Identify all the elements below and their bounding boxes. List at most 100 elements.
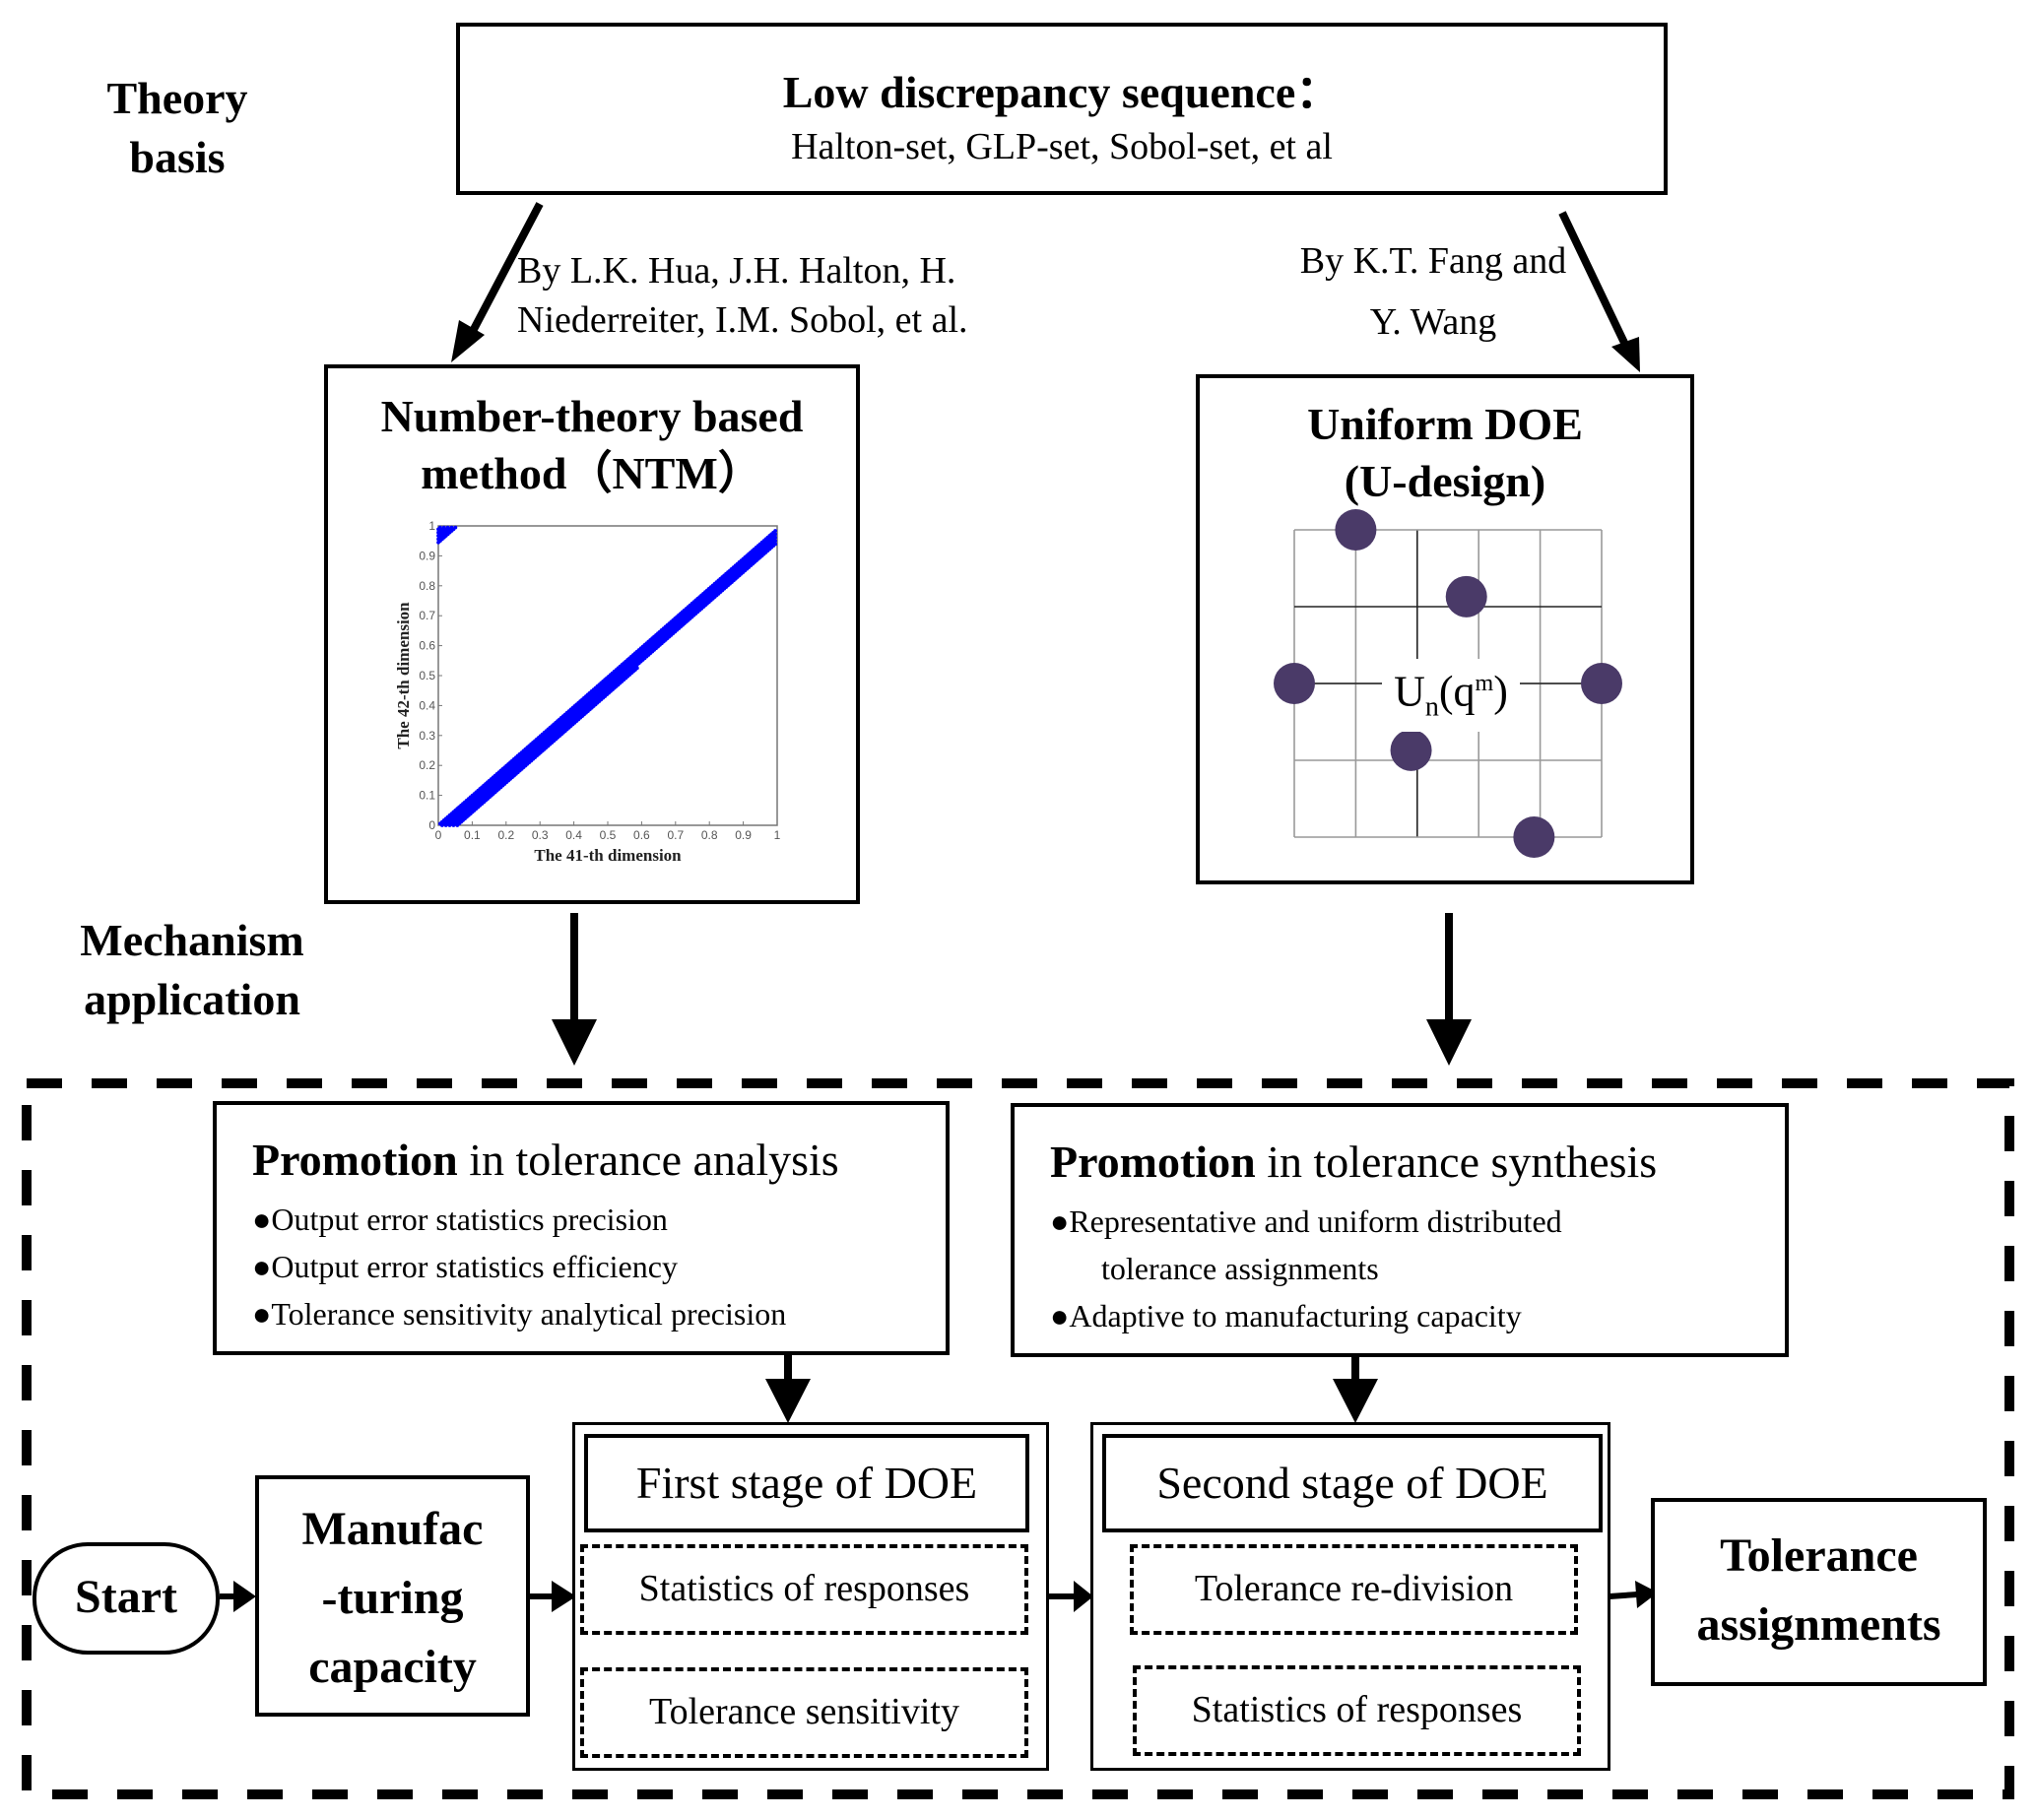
y-tick-label: 0.1 (419, 789, 435, 803)
ntm-title-line2: method（NTM） (421, 448, 763, 498)
x-tick-label: 0.1 (464, 828, 481, 842)
tolerance-assignments-line2: assignments (1696, 1598, 1941, 1651)
promotion-synthesis-item-text: Adaptive to manufacturing capacity (1069, 1298, 1522, 1333)
ntm-title-line1: Number-theory based (380, 391, 804, 441)
design-point (1445, 575, 1487, 618)
udesign-title: Uniform DOE (U-design) (1200, 396, 1690, 510)
scatter-point (773, 539, 778, 543)
design-point (1513, 816, 1555, 858)
first-stage-step-2: Tolerance sensitivity (580, 1667, 1028, 1758)
bullet-icon: ● (252, 1249, 272, 1284)
x-tick-label: 0.6 (633, 828, 650, 842)
ntm-title: Number-theory based method（NTM） (328, 388, 856, 502)
bullet-icon: ● (252, 1296, 272, 1332)
tolerance-assignments-line1: Tolerance (1720, 1529, 1918, 1582)
promotion-synthesis-item-text: Representative and uniform distributed (1069, 1203, 1562, 1239)
scatter-point (773, 535, 777, 540)
scatter-point (453, 525, 458, 530)
tolerance-assignments-label: Tolerance assignments (1655, 1522, 1983, 1659)
design-point (1581, 663, 1622, 704)
ntm-box: Number-theory based method（NTM） 0 0.1 0.2 0… (324, 364, 860, 904)
udesign-title-line2: (U-design) (1344, 456, 1546, 506)
mechanism-application-line1: Mechanism (80, 915, 304, 965)
tolerance-assignments-box: Tolerance assignments (1651, 1498, 1987, 1686)
y-tick-label: 1 (428, 519, 435, 533)
promotion-analysis-title: Promotion in tolerance analysis (252, 1133, 839, 1188)
x-tick-label: 0.4 (565, 828, 582, 842)
arrow-start-to-manufacturing (220, 1581, 256, 1612)
y-tick-label: 0.7 (419, 609, 435, 622)
y-tick-label: 0.3 (419, 729, 435, 743)
promotion-synthesis-title: Promotion in tolerance synthesis (1050, 1135, 1657, 1190)
promotion-analysis-item-text: Tolerance sensitivity analytical precisi… (271, 1296, 787, 1332)
y-tick-label: 0.8 (419, 579, 435, 593)
promotion-analysis-item: ●Tolerance sensitivity analytical precis… (252, 1290, 786, 1337)
y-tick-label: 0.4 (419, 698, 435, 712)
formula-main: U (1394, 667, 1425, 716)
promotion-synthesis-item-text: tolerance assignments (1101, 1251, 1379, 1286)
mechanism-application-line2: application (84, 974, 300, 1024)
design-point (1274, 663, 1315, 704)
formula-superscript: m (1475, 671, 1494, 696)
second-stage-step-2: Statistics of responses (1133, 1665, 1581, 1756)
promotion-analysis-box: Promotion in tolerance analysis ●Output … (213, 1101, 950, 1355)
promotion-analysis-item: ●Output error statistics precision (252, 1196, 786, 1243)
second-stage-step-1: Tolerance re-division (1130, 1544, 1578, 1635)
first-stage-title-box: First stage of DOE (584, 1434, 1029, 1532)
low-discrepancy-box: Low discrepancy sequence： Halton-set, GL… (456, 23, 1668, 195)
x-tick-label: 1 (774, 828, 781, 842)
credit-left-line2: Niederreiter, I.M. Sobol, et al. (517, 299, 968, 341)
arrow-udesign-down (1426, 913, 1472, 1066)
x-axis-label: The 41-th dimension (534, 846, 682, 865)
promotion-analysis-item: ●Output error statistics efficiency (252, 1243, 786, 1290)
start-label: Start (75, 1571, 177, 1623)
scatter-point (773, 532, 777, 537)
credit-left: By L.K. Hua, J.H. Halton, H. Niederreite… (517, 246, 1069, 345)
x-tick-label: 0.2 (497, 828, 514, 842)
manufacturing-capacity-label: Manufac -turing capacity (259, 1495, 526, 1702)
promotion-synthesis-item: ●Adaptive to manufacturing capacity (1050, 1292, 1562, 1339)
application-region-border (22, 1078, 2014, 1799)
arrow-ntm-down (552, 913, 597, 1066)
bullet-icon: ● (252, 1202, 272, 1237)
y-tick-label: 0.6 (419, 639, 435, 653)
theory-basis-line1: Theory (106, 73, 248, 123)
first-stage-step-1-label: Statistics of responses (638, 1568, 970, 1609)
second-stage-title-box: Second stage of DOE (1102, 1434, 1603, 1532)
bullet-icon: ● (1050, 1298, 1070, 1333)
bullet-icon: ● (1050, 1203, 1070, 1239)
promotion-synthesis-box: Promotion in tolerance synthesis ●Repres… (1011, 1103, 1789, 1357)
udesign-box: Uniform DOE (U-design) Un(qm) (1196, 374, 1694, 884)
y-tick-label: 0 (428, 818, 435, 832)
formula-subscript: n (1424, 691, 1439, 723)
scatter-point (773, 529, 777, 533)
formula-paren-open: (q (1438, 667, 1476, 716)
design-point (1335, 509, 1377, 551)
y-tick-label: 0.9 (419, 549, 435, 562)
scatter-point (773, 542, 778, 547)
x-tick-label: 0.5 (600, 828, 617, 842)
scatter-point (634, 666, 639, 671)
x-tick-label: 0.7 (667, 828, 684, 842)
arrow-manufacturing-to-first-stage (528, 1581, 576, 1612)
promotion-synthesis-title-bold: Promotion (1050, 1137, 1256, 1187)
y-tick-label: 0.5 (419, 669, 435, 682)
first-stage-title: First stage of DOE (635, 1458, 978, 1508)
credit-right-line1: By K.T. Fang and (1299, 240, 1567, 282)
promotion-analysis-item-text: Output error statistics efficiency (271, 1249, 678, 1284)
arrow-analysis-to-first-stage (765, 1354, 811, 1423)
manufacturing-line2: -turing (321, 1572, 464, 1624)
arrow-synthesis-to-second-stage (1333, 1354, 1378, 1423)
manufacturing-capacity-box: Manufac -turing capacity (255, 1475, 530, 1717)
promotion-synthesis-item: ●Representative and uniform distributed (1050, 1198, 1562, 1245)
theory-basis-line2: basis (129, 132, 226, 182)
promotion-analysis-item-text: Output error statistics precision (271, 1202, 668, 1237)
second-stage-container: Second stage of DOE Tolerance re-divisio… (1090, 1422, 1610, 1771)
promotion-analysis-list: ●Output error statistics precision ●Outp… (252, 1196, 786, 1337)
manufacturing-line3: capacity (308, 1641, 477, 1693)
arrow-second-stage-to-output (1609, 1581, 1658, 1608)
x-tick-label: 0.3 (532, 828, 549, 842)
manufacturing-line1: Manufac (301, 1503, 484, 1555)
credit-right-line2: Y. Wang (1369, 301, 1497, 343)
formula-paren-close: ) (1493, 667, 1508, 716)
